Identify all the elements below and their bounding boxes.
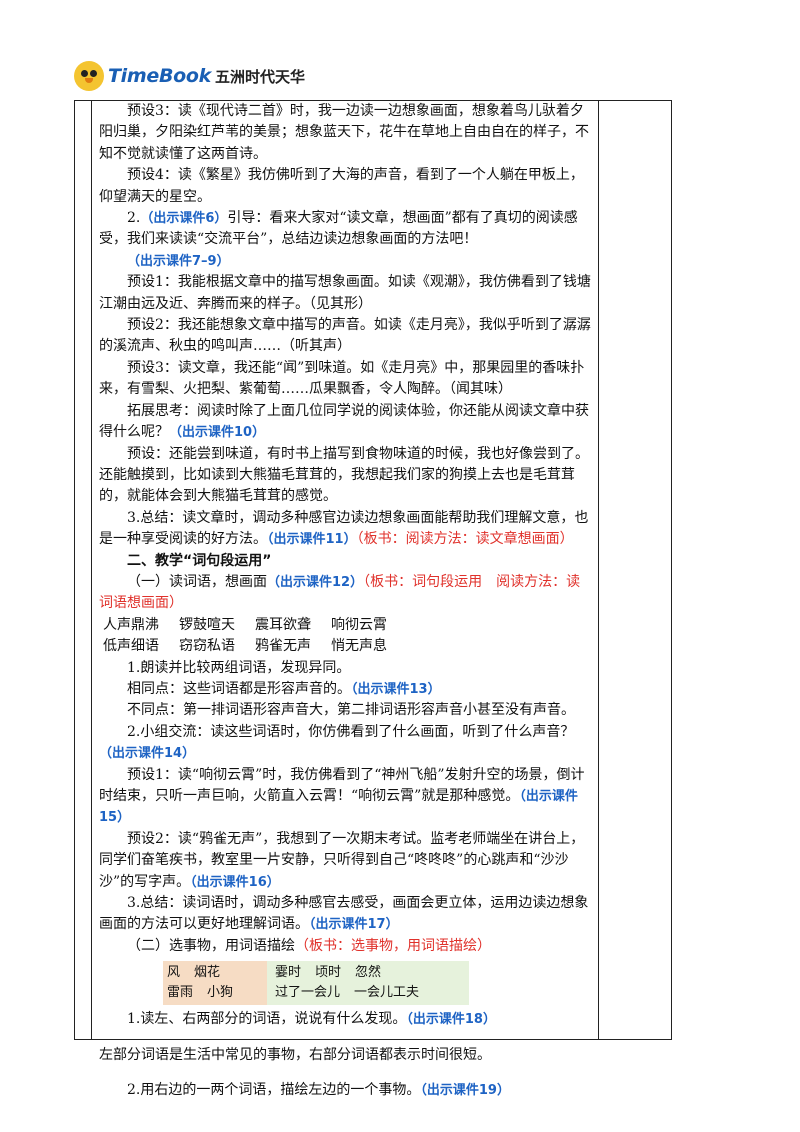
lesson-content: 预设3：读《现代诗二首》时，我一边读一边想象画面，想象着鸟儿驮着夕阳归巢，夕阳染…	[99, 101, 593, 1101]
courseware-label: （出示课件18）	[406, 1012, 496, 1028]
courseware-label: （出示课件6）	[140, 211, 228, 227]
word-choice-table: 风烟花 雷雨小狗 霎时顷时忽然 过了一会儿一会儿工夫	[163, 961, 469, 1006]
brand-name-cn: 五洲时代天华	[214, 67, 305, 86]
summary-1: 3.总结：读文章时，调动多种感官边读边想象画面能帮助我们理解文意，也是一种享受阅…	[99, 509, 589, 548]
guide-paragraph: 2.（出示课件6）引导：看来大家对“读文章，想画面”都有了真切的阅读感受，我们来…	[99, 210, 578, 248]
board-note: （板书：选事物，用词语描绘）	[295, 937, 491, 954]
task-read-words: 1.读左、右两部分的词语，说说有什么发现。（出示课件18）	[127, 1011, 496, 1028]
section-heading: 二、教学“词句段运用”	[127, 552, 272, 569]
courseware-label: （出示课件17）	[309, 917, 399, 933]
task-1: 1.朗读并比较两组词语，发现异同。	[127, 659, 351, 676]
preset-2-word: 预设2：读“鸦雀无声”，我想到了一次期末考试。监考老师端坐在讲台上，同学们奋笔疾…	[99, 830, 585, 890]
courseware-label: （出示课件14）	[99, 746, 196, 762]
preset-3: 预设3：读《现代诗二首》时，我一边读一边想象画面，想象着鸟儿驮着夕阳归巢，夕阳染…	[99, 103, 589, 162]
preset-answer: 预设：还能尝到味道，有时书上描写到食物味道的时候，我也好像尝到了。还能触摸到，比…	[99, 445, 589, 505]
courseware-label: （出示课件7–9）	[127, 253, 230, 269]
lesson-table: 预设3：读《现代诗二首》时，我一边读一边想象画面，想象着鸟儿驮着夕阳归巢，夕阳染…	[74, 100, 672, 1098]
panda-logo-icon	[74, 61, 104, 91]
preset-1-shape: 预设1：我能根据文章中的描写想象画面。如读《观潮》，我仿佛看到了钱塘江潮由远及近…	[99, 274, 591, 312]
courseware-label: （出示课件10）	[169, 425, 266, 441]
left-column	[75, 101, 92, 1039]
courseware-label: （出示课件16）	[190, 874, 280, 890]
courseware-label: （出示课件13）	[351, 681, 441, 697]
board-note: （板书：词句段运用 阅读方法：读词语想画面）	[99, 573, 581, 612]
preset-3-smell: 预设3：读文章，我还能“闻”到味道。如《走月亮》中，那果园里的香味扑来，有雪梨、…	[99, 359, 585, 398]
board-note: （板书：阅读方法：读文章想画面）	[356, 531, 574, 548]
courseware-7-9: （出示课件7–9）	[99, 251, 593, 272]
subsection-2: （二）选事物，用词语描绘（板书：选事物，用词语描绘）	[127, 937, 491, 954]
task-describe: 2.用右边的一两个词语，描绘左边的一个事物。（出示课件19）	[127, 1082, 510, 1099]
task-2: 2.小组交流：读这些词语时，你仿佛看到了什么画面，听到了什么声音？（出示课件14…	[99, 723, 575, 762]
time-words: 霎时顷时忽然 过了一会儿一会儿工夫	[275, 965, 420, 1001]
courseware-label: （出示课件19）	[420, 1083, 510, 1099]
right-column	[598, 101, 671, 1039]
extension-question: 拓展思考：阅读时除了上面几位同学说的阅读体验，你还能从阅读文章中获得什么呢？（出…	[99, 402, 589, 441]
brand-name: TimeBook	[108, 65, 211, 87]
courseware-label: （出示课件12）	[267, 574, 364, 590]
preset-1-word: 预设1：读“响彻云霄”时，我仿佛看到了“神州飞船”发射升空的场景，倒计时结束，只…	[99, 766, 585, 826]
summary-2: 3.总结：读词语时，调动多种感官去感受，画面会更立体，运用边读边想象画面的方法可…	[99, 895, 589, 933]
courseware-label: （出示课件15）	[99, 789, 578, 826]
word-row-2: 低声细语窃窃私语鸦雀无声悄无声息	[103, 638, 387, 655]
finding: 左部分词语是生活中常见的事物，右部分词语都表示时间很短。	[99, 1046, 491, 1063]
courseware-label: （出示课件11）	[267, 532, 357, 548]
things-words: 风烟花 雷雨小狗	[163, 961, 267, 1006]
page-header: TimeBook 五洲时代天华	[74, 58, 305, 94]
subsection-1: （一）读词语，想画面（出示课件12）（板书：词句段运用 阅读方法：读词语想画面）	[99, 573, 581, 612]
similarity: 相同点：这些词语都是形容声音的。（出示课件13）	[127, 680, 441, 697]
preset-4: 预设4：读《繁星》我仿佛听到了大海的声音，看到了一个人躺在甲板上，仰望满天的星空…	[99, 167, 584, 205]
word-row-1: 人声鼎沸锣鼓喧天震耳欲聋响彻云霄	[103, 616, 387, 633]
preset-2-sound: 预设2：我还能想象文章中描写的声音。如读《走月亮》，我似乎听到了潺潺的溪流声、秋…	[99, 317, 591, 355]
difference: 不同点：第一排词语形容声音大，第二排词语形容声音小甚至没有声音。	[127, 702, 575, 719]
